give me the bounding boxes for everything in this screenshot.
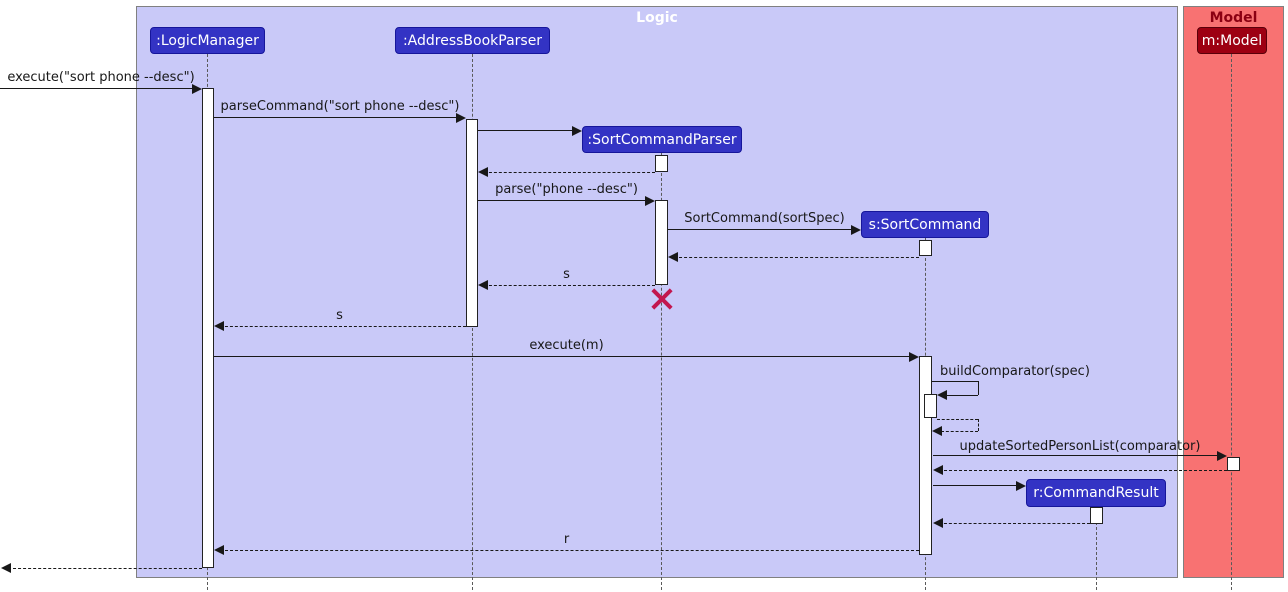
selfcall-bottom-line (946, 395, 978, 396)
participant-sort-command-label: s:SortCommand (868, 216, 982, 233)
message-label-return-s-parser: s (563, 267, 570, 282)
arrowhead-icon (668, 252, 678, 262)
message-line-create-parser (478, 130, 574, 131)
arrowhead-icon (192, 84, 202, 94)
selfreturn-top-line (937, 419, 978, 420)
participant-address-book-parser: :AddressBookParser (395, 27, 550, 54)
selfcall-side-line (978, 381, 979, 395)
participant-model-label: m:Model (1201, 32, 1263, 49)
model-frame-title: Model (1209, 10, 1258, 26)
message-line-parse (478, 200, 647, 201)
message-line-sort-command-new (668, 229, 853, 230)
arrowhead-icon (572, 126, 582, 136)
selfreturn-bottom-line (941, 431, 978, 432)
message-label-return-s-logic: s (336, 308, 343, 323)
arrowhead-icon (937, 390, 947, 400)
selfreturn-side-line (978, 419, 979, 431)
selfcall-top-line (932, 381, 978, 382)
arrowhead-icon (933, 518, 943, 528)
arrowhead-icon (214, 545, 224, 555)
logic-frame-title: Logic (636, 10, 678, 26)
return-line-final (8, 568, 202, 569)
activation-sort-command-parser-create (655, 155, 668, 172)
return-line-parser-created (484, 172, 655, 173)
arrowhead-icon (851, 225, 861, 235)
message-label-execute-m: execute(m) (529, 338, 604, 353)
message-line-execute-sort (0, 88, 194, 89)
activation-sort-command-nested (924, 394, 937, 418)
return-line-model (939, 470, 1227, 471)
return-line-s-parser (484, 285, 655, 286)
destroy-x-icon (650, 287, 674, 311)
participant-command-result-label: r:CommandResult (1033, 485, 1159, 501)
message-line-update-sorted (933, 455, 1219, 456)
participant-sort-command-parser: :SortCommandParser (582, 126, 742, 153)
activation-sort-command-execute (919, 356, 932, 555)
arrowhead-icon (909, 352, 919, 362)
message-label-return-r: r (563, 532, 570, 547)
activation-command-result (1090, 507, 1103, 524)
participant-logic-manager: :LogicManager (150, 27, 265, 54)
activation-sort-command-create (919, 240, 932, 256)
participant-sort-command-parser-label: :SortCommandParser (587, 131, 737, 148)
participant-model: m:Model (1197, 27, 1267, 54)
message-line-execute-m (214, 356, 911, 357)
arrowhead-icon (1016, 481, 1026, 491)
participant-sort-command: s:SortCommand (861, 211, 989, 238)
message-label-parse: parse("phone --desc") (495, 182, 638, 197)
return-line-result-created (939, 523, 1090, 524)
return-line-s-logic (220, 326, 466, 327)
activation-logic-manager (202, 88, 214, 568)
message-label-execute-sort: execute("sort phone --desc") (7, 70, 195, 85)
return-line-sort-command-created (674, 257, 919, 258)
message-line-parse-command (214, 117, 458, 118)
arrowhead-icon (456, 113, 466, 123)
participant-logic-manager-label: :LogicManager (156, 32, 259, 49)
arrowhead-icon (933, 465, 943, 475)
model-frame: Model (1183, 6, 1284, 578)
arrowhead-icon (214, 321, 224, 331)
return-line-r (220, 550, 919, 551)
message-label-parse-command: parseCommand("sort phone --desc") (220, 99, 460, 114)
lifeline-command-result (1096, 507, 1097, 590)
activation-sort-command-parser-parse (655, 200, 668, 285)
participant-command-result: r:CommandResult (1026, 479, 1166, 507)
activation-address-book-parser (466, 119, 478, 327)
message-label-sort-command-new: SortCommand(sortSpec) (684, 211, 845, 226)
lifeline-model (1231, 54, 1232, 590)
arrowhead-icon (1217, 451, 1227, 461)
arrowhead-icon (478, 280, 488, 290)
arrowhead-icon (1, 563, 11, 573)
message-label-build-comparator: buildComparator(spec) (940, 364, 1090, 379)
arrowhead-icon (478, 167, 488, 177)
participant-address-book-parser-label: :AddressBookParser (402, 32, 543, 49)
message-label-update-sorted: updateSortedPersonList(comparator) (959, 439, 1201, 454)
lifeline-sort-command-parser (661, 153, 662, 590)
arrowhead-icon (932, 426, 942, 436)
arrowhead-icon (645, 196, 655, 206)
activation-model (1227, 457, 1240, 471)
message-line-create-result (933, 485, 1018, 486)
